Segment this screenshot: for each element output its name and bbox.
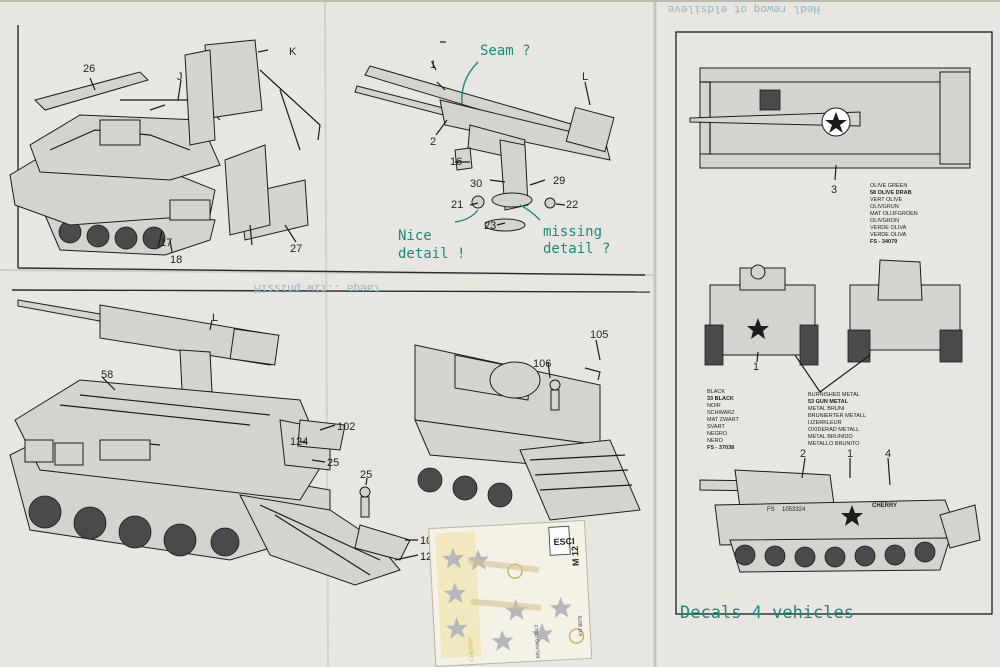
olive-line-2: VERT OLIVE — [870, 197, 903, 203]
panel-frames — [11, 25, 993, 615]
color-key-metal: BURNISHED METAL 53 GUN METAL METAL BRUNI… — [808, 392, 866, 447]
olive-line-7: VERDE OLIVA — [870, 232, 907, 238]
black-line-2: NOIR — [707, 403, 721, 409]
label-part-25-a: 25 — [327, 457, 339, 469]
svg-text:taeqa ..tiw pnissiM: taeqa ..tiw pnissiM — [254, 282, 380, 295]
label-part-29: 29 — [553, 175, 565, 187]
hull-assembly-drawing — [9, 39, 321, 256]
rear-detail-drawing — [414, 339, 641, 521]
label-part-102: 102 — [337, 421, 355, 433]
label-part-25-b: 25 — [360, 469, 372, 481]
color-key-black: BLACK 33 BLACK NOIR SCHWARZ MAT ZWART SV… — [707, 389, 740, 451]
black-line-1: 33 BLACK — [707, 396, 734, 402]
label-part-58: 58 — [101, 369, 113, 381]
label-part-2-top: 2 — [430, 136, 436, 148]
label-part-105: 105 — [590, 329, 608, 341]
black-line-4: MAT ZWART — [707, 417, 740, 423]
note-seam: Seam ? — [480, 43, 531, 59]
note-missing-1: missing — [543, 224, 602, 240]
note-decals: Decals 4 vehicles — [680, 603, 854, 623]
front-rear-views — [704, 259, 963, 393]
label-part-K: K — [289, 46, 297, 58]
top-view-drawing — [689, 67, 971, 181]
label-part-1-top: 1 — [430, 59, 436, 71]
label-part-4: 4 — [885, 448, 891, 460]
label-part-16: 16 — [450, 156, 462, 168]
main-assembly-drawing — [9, 299, 419, 586]
metal-line-5: OXIDERAD METALL — [808, 427, 859, 433]
marking-prefix: FS — [767, 507, 775, 513]
label-part-17: 17 — [160, 237, 172, 249]
label-part-18: 18 — [170, 254, 182, 266]
decal-code: M 12 — [570, 546, 581, 567]
note-missing-2: detail ? — [543, 241, 610, 257]
pen-annotation-lines — [454, 61, 541, 223]
metal-line-4: IJZERKLEUR — [808, 420, 842, 426]
metal-line-7: METALLO BRUNITO — [808, 441, 860, 447]
marking-serial: 1053324 — [782, 507, 806, 513]
svg-text:Hedl rewoq ot eldsileve: Hedl rewoq ot eldsileve — [668, 3, 820, 16]
decal-origin: MILANO ITALY — [534, 624, 542, 659]
label-part-30: 30 — [470, 178, 482, 190]
metal-line-2: METAL BRUNI — [808, 406, 845, 412]
black-line-6: NEGRO — [707, 431, 728, 437]
note-nice-1: Nice — [398, 228, 432, 244]
decal-name-label: CHERRY — [468, 636, 475, 662]
olive-line-6: VERDE OLIVA — [870, 225, 907, 231]
olive-line-4: MAT OLIJFGROEN — [870, 211, 918, 217]
black-line-3: SCHWARZ — [707, 410, 735, 416]
note-nice-2: detail ! — [398, 246, 465, 262]
black-line-0: BLACK — [707, 389, 725, 395]
side-view-drawing — [699, 457, 981, 573]
olive-line-3: OLIVGRUN — [870, 204, 899, 210]
label-part-124: 124 — [290, 436, 308, 448]
label-part-J: J — [177, 71, 183, 83]
decal-kit: KIT 8075 — [577, 615, 584, 636]
metal-line-3: BRUNIERTER METALL — [808, 413, 866, 419]
label-part-1-front: 1 — [753, 361, 759, 373]
black-line-5: SVART — [707, 424, 725, 430]
label-part-106: 106 — [533, 358, 551, 370]
label-part-27: 27 — [290, 243, 302, 255]
label-part-2-side: 2 — [800, 448, 806, 460]
decal-sheet: ESCI M 12 KIT 8075 MILANO ITALY CHERRY — [428, 519, 593, 667]
color-key-olive: OLIVE GREEN 58 OLIVE DRAB VERT OLIVE OLI… — [870, 183, 918, 245]
metal-line-1: 53 GUN METAL — [808, 399, 849, 405]
olive-line-5: OLIVGRON — [870, 218, 899, 224]
gun-assembly-drawing — [354, 41, 615, 232]
metal-line-0: BURNISHED METAL — [808, 392, 860, 398]
marking-name: CHERRY — [872, 503, 897, 509]
label-part-23: 23 — [484, 220, 496, 232]
olive-line-8: FS - 34079 — [870, 239, 897, 245]
label-part-1-side: 1 — [847, 448, 853, 460]
label-part-21: 21 — [451, 199, 463, 211]
metal-line-6: METAL BRUNIDO — [808, 434, 853, 440]
black-line-8: FS - 37038 — [707, 445, 734, 451]
olive-line-0: OLIVE GREEN — [870, 183, 907, 189]
label-part-22: 22 — [566, 199, 578, 211]
label-part-L-bottom: L — [212, 312, 218, 324]
olive-line-1: 58 OLIVE DRAB — [870, 190, 912, 196]
show-through-text: Hedl rewoq ot eldsileve taeqa ..tiw pnis… — [254, 3, 820, 295]
black-line-7: NERO — [707, 438, 724, 444]
svg-text:ESCI: ESCI — [553, 536, 575, 547]
label-part-26: 26 — [83, 63, 95, 75]
label-part-3: 3 — [831, 184, 837, 196]
label-part-L-top: L — [582, 71, 588, 83]
